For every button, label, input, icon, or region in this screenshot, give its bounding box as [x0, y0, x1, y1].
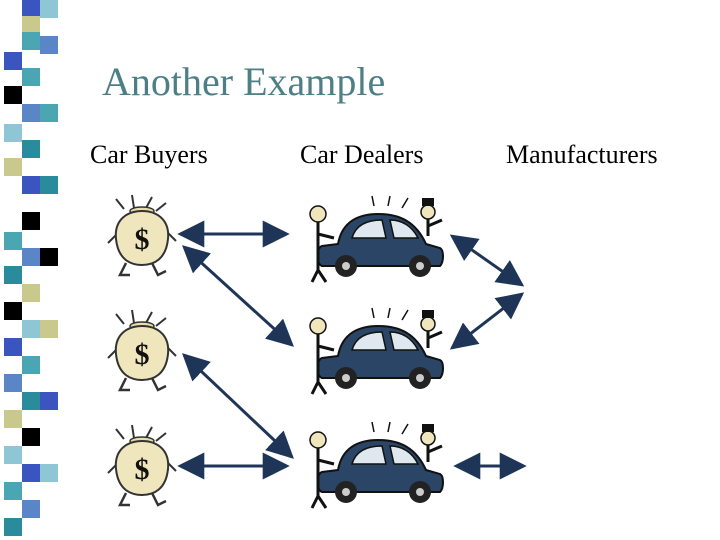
car-dealer-icon: [308, 306, 445, 396]
stripe-block: [4, 52, 22, 70]
stripe-block: [22, 212, 40, 230]
double-arrow-icon: [449, 292, 525, 350]
stripe-block: [40, 176, 58, 194]
column-label-buyers: Car Buyers: [90, 140, 208, 169]
car-dealer-icon: [308, 420, 445, 510]
double-arrow-icon: [182, 245, 294, 347]
stripe-block: [4, 158, 22, 176]
stripe-block: [4, 232, 22, 250]
stripe-block: [22, 464, 40, 482]
stripe-block: [22, 0, 40, 18]
buyers-column: [106, 193, 178, 507]
stripe-block: [40, 248, 58, 266]
column-label-dealers: Car Dealers: [300, 140, 424, 169]
stripe-block: [4, 446, 22, 464]
stripe-block: [40, 36, 58, 54]
stripe-block: [4, 196, 22, 214]
stripe-block: [4, 124, 22, 142]
connector-arrows: [177, 220, 527, 480]
stripe-block: [4, 374, 22, 392]
stripe-block: [40, 464, 58, 482]
stripe-block: [22, 284, 40, 302]
money-bag-icon: [106, 308, 178, 392]
stripe-block: [22, 500, 40, 518]
stripe-block: [22, 68, 40, 86]
stripe-block: [22, 320, 40, 338]
stripe-block: [4, 86, 22, 104]
double-arrow-icon: [449, 234, 525, 287]
stripe-block: [22, 356, 40, 374]
money-bag-icon: [106, 423, 178, 507]
stripe-block: [40, 320, 58, 338]
double-arrow-icon: [182, 353, 294, 459]
stripe-block: [40, 104, 58, 122]
decorative-stripe: [0, 0, 62, 540]
stripe-block: [22, 32, 40, 50]
stripe-block: [4, 302, 22, 320]
stripe-block: [22, 392, 40, 410]
stripe-block: [22, 176, 40, 194]
stripe-block: [4, 410, 22, 428]
car-dealer-icon: [308, 194, 445, 284]
money-bag-icon: [106, 193, 178, 277]
stripe-block: [4, 482, 22, 500]
slide-title: Another Example: [102, 59, 386, 104]
stripe-block: [4, 266, 22, 284]
stripe-block: [22, 140, 40, 158]
stripe-block: [22, 428, 40, 446]
stripe-block: [4, 518, 22, 536]
stripe-block: [40, 0, 58, 18]
stripe-block: [22, 16, 40, 34]
dealers-column: [308, 194, 445, 510]
stripe-block: [4, 338, 22, 356]
stripe-block: [40, 392, 58, 410]
stripe-block: [22, 248, 40, 266]
column-label-manufacturers: Manufacturers: [506, 140, 658, 169]
stripe-block: [22, 104, 40, 122]
